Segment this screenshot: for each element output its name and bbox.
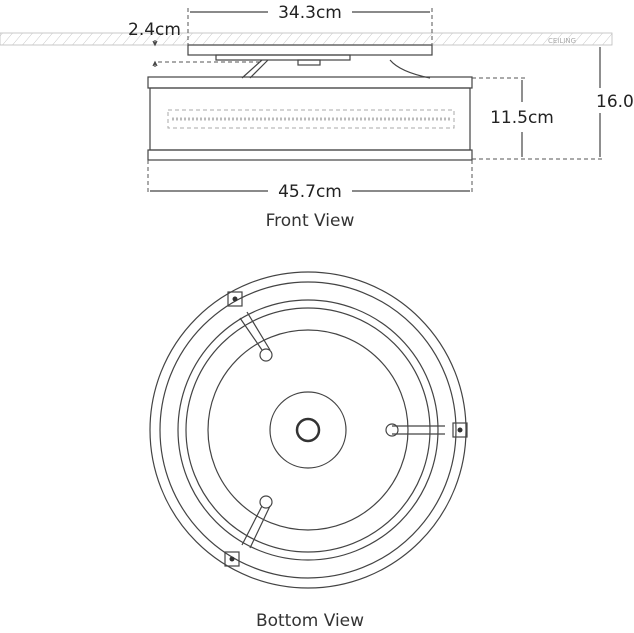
mounting-plate: [215, 54, 351, 61]
canopy-depth-label: 2.4cm: [128, 20, 181, 40]
center-disk: [269, 391, 347, 469]
shade-bottom-band: [147, 149, 473, 161]
canopy-width-label: 34.3cm: [278, 3, 342, 23]
diffuser: [207, 329, 409, 531]
center-box: [297, 59, 321, 66]
ceiling: [0, 32, 613, 46]
support-arms: [241, 59, 431, 79]
center-hole: [295, 417, 321, 443]
body-width-label: 45.7cm: [278, 182, 342, 202]
bottom-view-caption: Bottom View: [256, 611, 364, 631]
front-view: CEILING 34.3cm 2.4cm 11.5cm 16.0cm 45.7c…: [0, 3, 634, 231]
ceiling-label: CEILING: [548, 37, 576, 45]
overall-height-label: 16.0cm: [596, 92, 634, 112]
shade-top-band: [147, 76, 473, 89]
bottom-view: Bottom View: [149, 271, 468, 631]
outer-ring-inner-edge: [159, 281, 457, 579]
shade-ring-inner: [185, 307, 431, 553]
led-strip: [167, 109, 455, 129]
outer-ring: [149, 271, 467, 589]
canopy: [187, 44, 433, 56]
mounting-brackets: [224, 291, 468, 567]
front-view-caption: Front View: [266, 211, 355, 231]
support-rods: [239, 311, 445, 549]
body-height-label: 11.5cm: [490, 108, 554, 128]
shade-ring: [177, 299, 439, 561]
